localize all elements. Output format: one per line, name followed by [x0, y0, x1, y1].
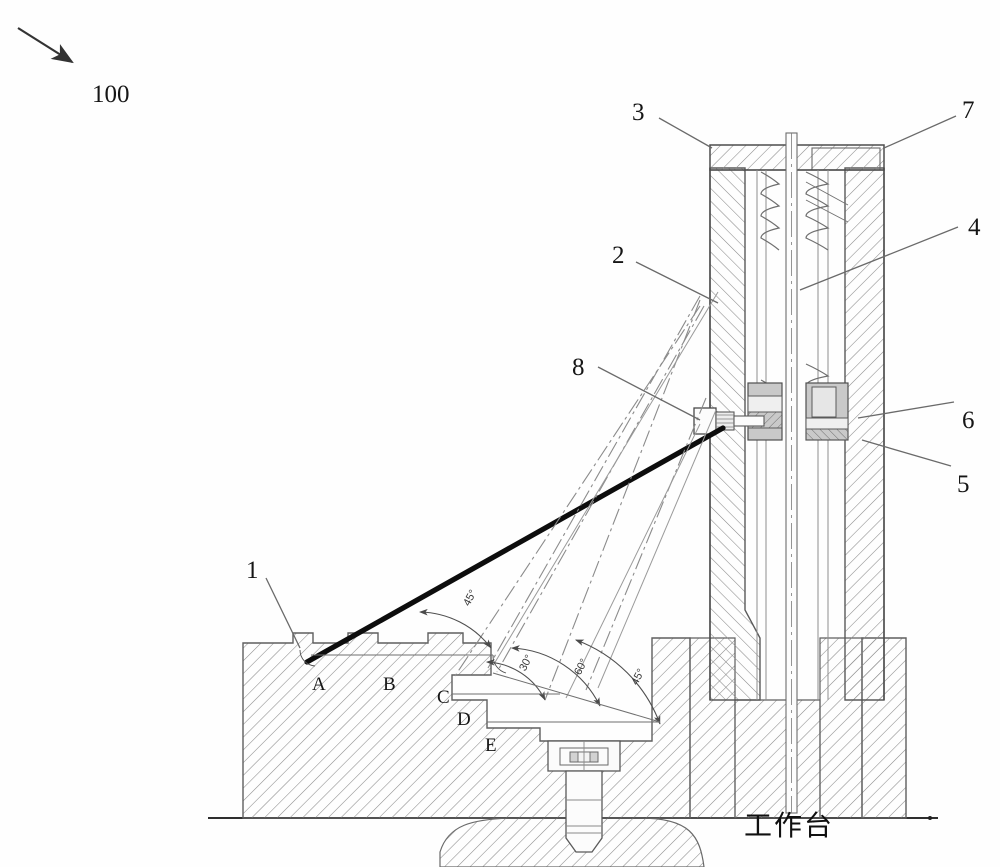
figure-callout-arrow [17, 27, 74, 64]
t-slot-bolt [547, 740, 621, 853]
ref-number-5: 5 [957, 471, 970, 498]
spring-coils [760, 171, 849, 393]
angle-arcs [299, 608, 661, 725]
clamp-screw [693, 407, 765, 435]
ref-number-3: 3 [632, 99, 645, 126]
ref-number-6: 6 [962, 407, 975, 434]
figure-number-100: 100 [92, 81, 130, 108]
leader-lines [265, 115, 959, 649]
bearing-assembly [747, 382, 849, 441]
ref-number-8: 8 [572, 354, 585, 381]
angle-datum-lines [311, 654, 661, 723]
ref-number-1: 1 [246, 557, 259, 584]
worktable-label: 工作台 [744, 810, 835, 841]
point-letter-c: C [437, 687, 450, 708]
ref-number-4: 4 [968, 214, 981, 241]
measuring-bar [304, 425, 726, 665]
point-letter-d: D [457, 709, 471, 730]
point-letter-a: A [312, 674, 326, 695]
point-letter-e: E [485, 735, 497, 756]
ref-number-7: 7 [962, 97, 975, 124]
point-letter-b: B [383, 674, 396, 695]
ref-number-2: 2 [612, 242, 625, 269]
